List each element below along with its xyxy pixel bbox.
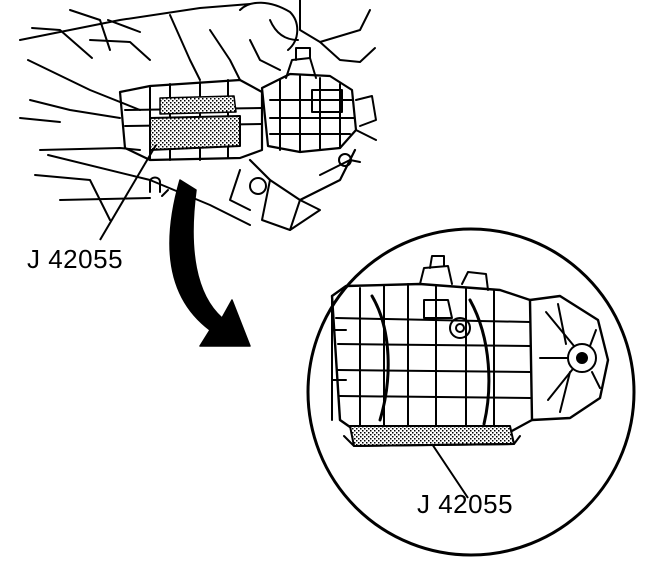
top-tool-callout-label: J 42055 — [27, 244, 124, 274]
inset-tool-callout-label: J 42055 — [417, 489, 514, 519]
inset-callout-leader — [431, 443, 469, 499]
vehicle-underbody-scene — [19, 0, 377, 231]
detail-inset — [306, 227, 636, 557]
curved-arrow — [169, 179, 251, 347]
top-callout-leader — [99, 144, 157, 241]
